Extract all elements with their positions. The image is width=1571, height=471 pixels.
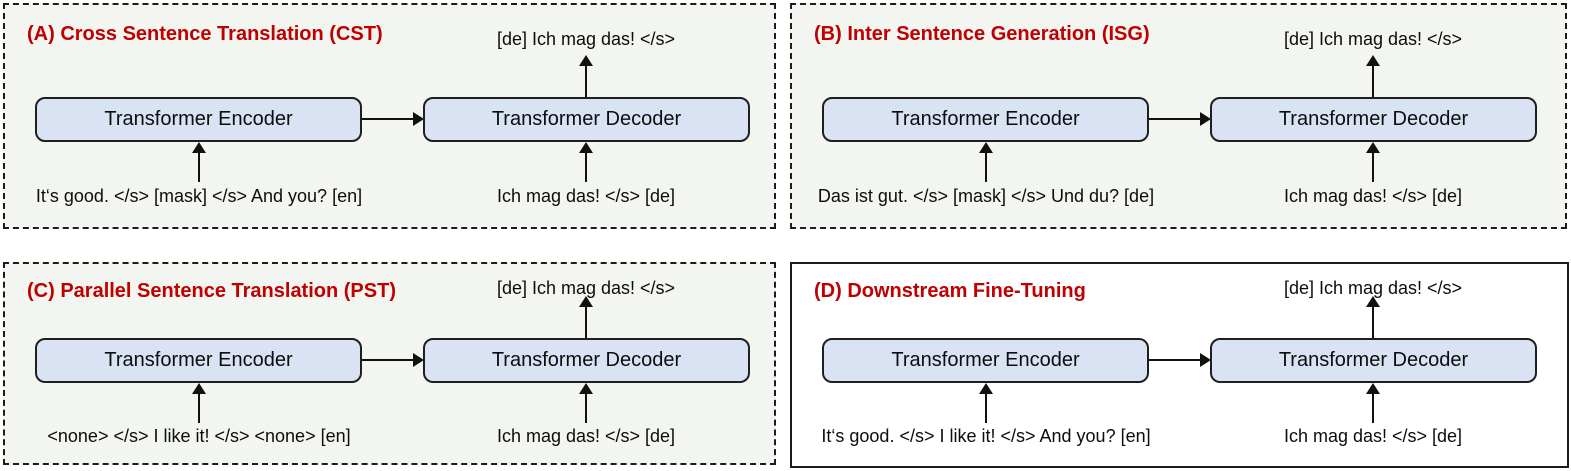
encoder-input-arrow-icon: [192, 142, 206, 182]
panel-downstream-fine-tuning: (D) Downstream Fine-Tuning [de] Ich mag …: [790, 262, 1569, 468]
transformer-encoder-box: Transformer Encoder: [822, 338, 1149, 383]
decoder-output-text: [de] Ich mag das! </s>: [496, 29, 676, 49]
transformer-encoder-box: Transformer Encoder: [35, 97, 362, 142]
transformer-decoder-box: Transformer Decoder: [1210, 97, 1537, 142]
encoder-input-arrow-icon: [979, 383, 993, 423]
decoder-input-arrow-icon: [579, 142, 593, 182]
decoder-output-arrow-icon: [579, 296, 593, 338]
panel-title: (C) Parallel Sentence Translation (PST): [27, 280, 396, 302]
encoder-label: Transformer Encoder: [891, 349, 1080, 371]
panel-inter-sentence-generation: (B) Inter Sentence Generation (ISG) [de]…: [790, 3, 1567, 229]
panel-parallel-sentence-translation: (C) Parallel Sentence Translation (PST) …: [3, 262, 776, 465]
encoder-label: Transformer Encoder: [104, 108, 293, 130]
transformer-decoder-box: Transformer Decoder: [423, 97, 750, 142]
encoder-to-decoder-arrow-icon: [1149, 353, 1211, 367]
decoder-output-text: [de] Ich mag das! </s>: [1283, 29, 1463, 49]
decoder-input-text: Ich mag das! </s> [de]: [496, 186, 676, 206]
decoder-input-text: Ich mag das! </s> [de]: [1283, 426, 1463, 446]
decoder-output-arrow-icon: [579, 55, 593, 97]
decoder-input-text: Ich mag das! </s> [de]: [1283, 186, 1463, 206]
decoder-output-arrow-icon: [1366, 55, 1380, 97]
decoder-input-arrow-icon: [579, 383, 593, 423]
panel-title: (D) Downstream Fine-Tuning: [814, 280, 1086, 302]
encoder-input-text: <none> </s> I like it! </s> <none> [en]: [47, 426, 351, 446]
encoder-label: Transformer Encoder: [104, 349, 293, 371]
decoder-input-arrow-icon: [1366, 383, 1380, 423]
decoder-label: Transformer Decoder: [1278, 349, 1469, 371]
encoder-input-text: It‘s good. </s> [mask] </s> And you? [en…: [35, 186, 363, 206]
decoder-output-arrow-icon: [1366, 296, 1380, 338]
encoder-label: Transformer Encoder: [891, 108, 1080, 130]
encoder-input-text: Das ist gut. </s> [mask] </s> Und du? [d…: [817, 186, 1155, 206]
decoder-label: Transformer Decoder: [491, 108, 682, 130]
panel-title: (B) Inter Sentence Generation (ISG): [814, 23, 1150, 45]
decoder-input-arrow-icon: [1366, 142, 1380, 182]
decoder-label: Transformer Decoder: [491, 349, 682, 371]
encoder-input-arrow-icon: [979, 142, 993, 182]
encoder-input-arrow-icon: [192, 383, 206, 423]
panel-cross-sentence-translation: (A) Cross Sentence Translation (CST) [de…: [3, 3, 776, 229]
panel-title: (A) Cross Sentence Translation (CST): [27, 23, 383, 45]
encoder-to-decoder-arrow-icon: [362, 353, 424, 367]
transformer-decoder-box: Transformer Decoder: [1210, 338, 1537, 383]
decoder-input-text: Ich mag das! </s> [de]: [496, 426, 676, 446]
transformer-encoder-box: Transformer Encoder: [35, 338, 362, 383]
encoder-to-decoder-arrow-icon: [362, 112, 424, 126]
decoder-output-text: [de] Ich mag das! </s>: [496, 278, 676, 298]
encoder-input-text: It‘s good. </s> I like it! </s> And you?…: [821, 426, 1151, 446]
encoder-to-decoder-arrow-icon: [1149, 112, 1211, 126]
decoder-label: Transformer Decoder: [1278, 108, 1469, 130]
transformer-decoder-box: Transformer Decoder: [423, 338, 750, 383]
decoder-output-text: [de] Ich mag das! </s>: [1283, 278, 1463, 298]
transformer-encoder-box: Transformer Encoder: [822, 97, 1149, 142]
